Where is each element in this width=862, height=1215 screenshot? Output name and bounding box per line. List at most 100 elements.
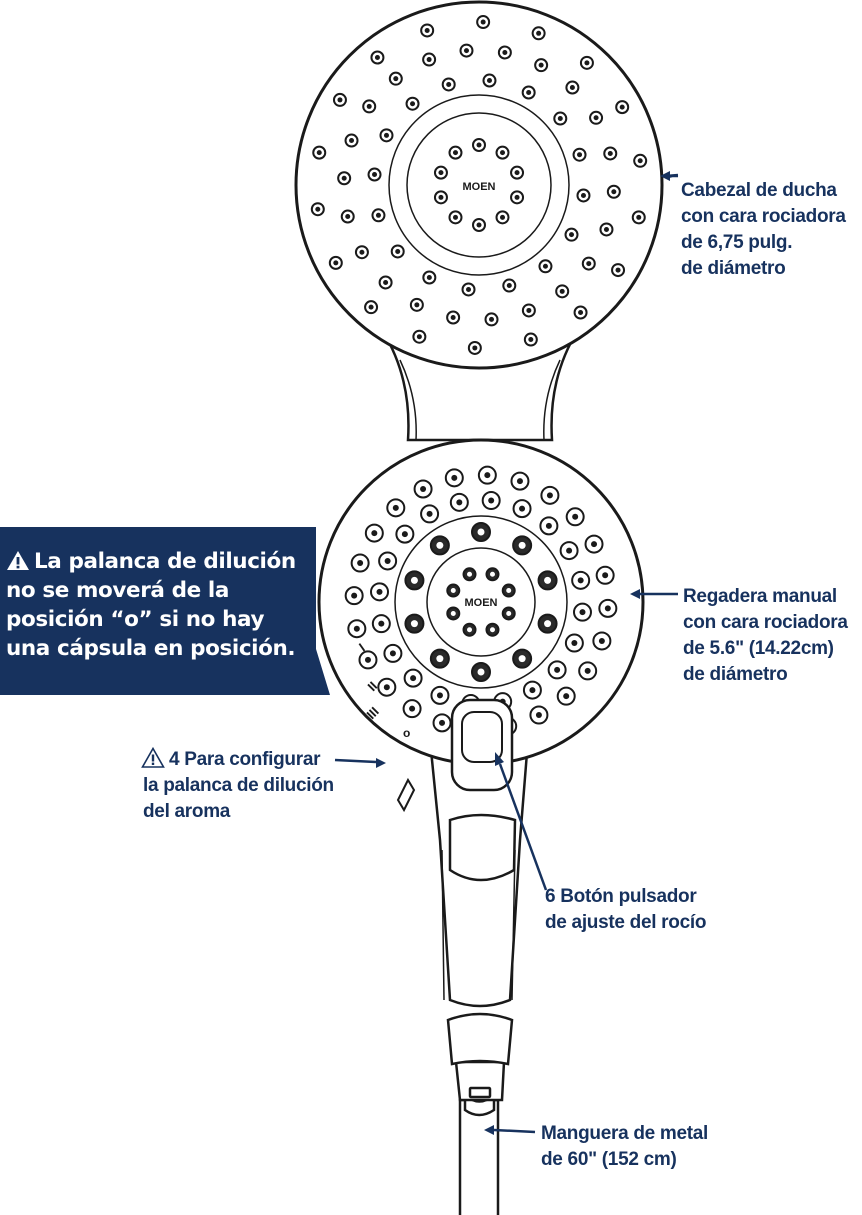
spray-nozzle-hole	[426, 510, 433, 517]
spray-nozzle-hole	[566, 547, 573, 554]
spray-nozzle-hole	[333, 260, 339, 266]
spray-nozzle-hole	[636, 214, 642, 220]
spray-nozzle-hole	[607, 150, 613, 156]
spray-nozzle-hole	[518, 655, 526, 663]
spray-nozzle-hole	[637, 158, 643, 164]
spray-nozzle-hole	[489, 316, 495, 322]
spray-button-label: 6 Botón pulsador de ajuste del rocío	[545, 884, 706, 936]
spray-nozzle-hole	[436, 541, 444, 549]
shower-head-label: Cabezal de ducha con cara rociadora de 6…	[681, 178, 846, 282]
spray-nozzle-hole	[383, 132, 389, 138]
spray-nozzle-hole	[467, 571, 473, 577]
spray-adjust-button[interactable]	[450, 698, 514, 792]
spray-nozzle-hole	[486, 78, 492, 84]
spray-nozzle-hole	[559, 288, 565, 294]
spray-nozzle-hole	[593, 115, 599, 121]
dilution-lever[interactable]	[396, 777, 416, 813]
spray-nozzle-hole	[466, 286, 472, 292]
spray-nozzle-hole	[383, 684, 390, 691]
spray-nozzle-hole	[484, 472, 491, 479]
spray-nozzle-hole	[467, 627, 473, 633]
spray-nozzle-hole	[376, 588, 383, 595]
spray-nozzle-hole	[472, 345, 478, 351]
spray-nozzle-hole	[438, 194, 444, 200]
spray-nozzle-hole	[514, 170, 520, 176]
spray-nozzle-hole	[357, 560, 364, 567]
spray-nozzle-hole	[375, 212, 381, 218]
spray-nozzle-hole	[337, 97, 343, 103]
spray-nozzle-hole	[500, 214, 506, 220]
spray-nozzle-hole	[519, 505, 526, 512]
caution-triangle-icon	[141, 747, 165, 768]
spray-nozzle-hole	[546, 492, 553, 499]
spray-nozzle-hole	[506, 610, 512, 616]
spray-nozzle-hole	[580, 192, 586, 198]
hose-label: Manguera de metal de 60" (152 cm)	[541, 1121, 708, 1173]
large-head-nozzles	[310, 15, 648, 355]
spray-nozzle-hole	[518, 541, 526, 549]
hose-connector	[446, 1012, 514, 1102]
spray-nozzle-hole	[584, 667, 591, 674]
spray-nozzle-hole	[598, 637, 605, 644]
spray-nozzle-hole	[451, 474, 458, 481]
hand-shower-label: Regadera manual con cara rociadora de 5.…	[683, 584, 848, 688]
spray-nozzle-hole	[554, 666, 561, 673]
spray-nozzle-hole	[424, 27, 430, 33]
warning-line-4: una cápsula en posición.	[6, 636, 296, 661]
spray-nozzle-hole	[476, 142, 482, 148]
spray-nozzle-hole	[563, 693, 570, 700]
large-shower-head: MOEN	[294, 0, 664, 370]
spray-nozzle-hole	[384, 557, 391, 564]
spray-nozzle-hole	[414, 302, 420, 308]
spray-nozzle-hole	[545, 522, 552, 529]
dilution-lever-label: 4 Para configurar la palanca de dilución…	[141, 747, 334, 825]
spray-nozzle-hole	[438, 170, 444, 176]
spray-nozzle-hole	[371, 530, 378, 537]
spray-nozzle-hole	[450, 610, 456, 616]
spray-nozzle-hole	[401, 531, 408, 538]
warning-line-3: posición “o” si no hay	[6, 607, 265, 632]
spray-nozzle-hole	[383, 279, 389, 285]
spray-nozzle-hole	[516, 478, 523, 485]
spray-nozzle-hole	[436, 655, 444, 663]
hand-shower-label-line: con cara rociadora	[683, 612, 848, 633]
spray-nozzle-hole	[591, 541, 598, 548]
spray-nozzle-hole	[536, 30, 542, 36]
hand-shower-logo: MOEN	[465, 597, 498, 609]
spray-nozzle-hole	[410, 576, 418, 584]
spray-nozzle-hole	[506, 588, 512, 594]
hand-shower-head: MOEN	[317, 438, 645, 766]
spray-nozzle-hole	[409, 705, 416, 712]
spray-nozzle-hole	[395, 248, 401, 254]
spray-nozzle-hole	[452, 214, 458, 220]
warning-text: La palanca de dilución no se moverá de l…	[6, 547, 296, 663]
hose-label-line: de 60" (152 cm)	[541, 1149, 677, 1170]
spray-nozzle-hole	[569, 85, 575, 91]
spray-nozzle-hole	[611, 189, 617, 195]
spray-nozzle-hole	[345, 214, 351, 220]
spray-nozzle-hole	[410, 675, 417, 682]
spray-nozzle-hole	[341, 175, 347, 181]
spray-nozzle-hole	[450, 588, 456, 594]
spray-nozzle-hole	[426, 275, 432, 281]
shower-head-label-line: con cara rociadora	[681, 206, 846, 227]
spray-nozzle-hole	[364, 656, 371, 663]
spray-nozzle-hole	[584, 60, 590, 66]
shower-head-label-line: de diámetro	[681, 258, 786, 279]
spray-nozzle-hole	[463, 48, 469, 54]
dilution-lever-label-line-2: la palanca de dilución	[143, 775, 334, 796]
warning-line-2: no se moverá de la	[6, 578, 229, 603]
spray-nozzle-hole	[506, 283, 512, 289]
spray-nozzle-hole	[603, 226, 609, 232]
large-head-logo: MOEN	[463, 181, 496, 193]
spray-nozzle-hole	[489, 571, 495, 577]
hand-shower-nozzles	[344, 465, 618, 739]
spray-nozzle-hole	[544, 576, 552, 584]
spray-nozzle-hole	[452, 150, 458, 156]
spray-nozzle-hole	[586, 261, 592, 267]
spray-nozzle-hole	[577, 152, 583, 158]
spray-nozzle-hole	[450, 314, 456, 320]
spray-nozzle-hole	[392, 504, 399, 511]
dilution-mark-1: I	[356, 640, 368, 654]
spray-nozzle-hole	[571, 640, 578, 647]
